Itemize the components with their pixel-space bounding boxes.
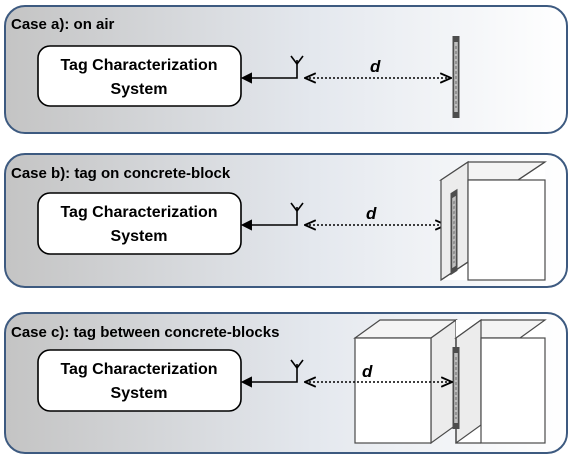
- case-b-panel: Case b): tag on concrete-block Tag Chara…: [4, 153, 568, 288]
- case-c-cable: [240, 364, 298, 388]
- case-c-system-label-line1: Tag Characterization: [60, 361, 217, 378]
- case-a-antenna-icon: [290, 55, 304, 65]
- case-b-system-label-line2: System: [111, 228, 168, 245]
- case-c-panel: Case c): tag between concrete-blocks Tag…: [4, 312, 568, 454]
- case-c-rfid-tag: [452, 346, 460, 430]
- case-c-concrete-block-front: [353, 318, 458, 445]
- case-c-concrete-block-back: [454, 318, 547, 445]
- case-b-system-label-line1: Tag Characterization: [60, 204, 217, 221]
- case-b-rfid-tag: [449, 188, 459, 276]
- case-a-system-label-line2: System: [111, 81, 168, 98]
- case-a-distance-label: d: [370, 57, 381, 76]
- case-b-antenna-icon: [290, 202, 304, 212]
- case-a-rfid-tag: [452, 35, 460, 119]
- case-a-title: Case a): on air: [11, 16, 115, 33]
- case-b-distance-label: d: [366, 204, 377, 223]
- case-b-cable: [240, 207, 298, 231]
- case-c-system-label-line2: System: [111, 385, 168, 402]
- case-a-system-label-line1: Tag Characterization: [60, 57, 217, 74]
- case-c-distance-label: d: [362, 362, 373, 381]
- case-c-antenna-icon: [290, 359, 304, 369]
- case-a-panel: Case a): on air Tag Characterization Sys…: [4, 5, 568, 134]
- case-c-title: Case c): tag between concrete-blocks: [11, 324, 279, 341]
- case-b-title: Case b): tag on concrete-block: [11, 165, 231, 182]
- case-b-concrete-block: [439, 160, 547, 282]
- case-a-cable: [240, 60, 298, 84]
